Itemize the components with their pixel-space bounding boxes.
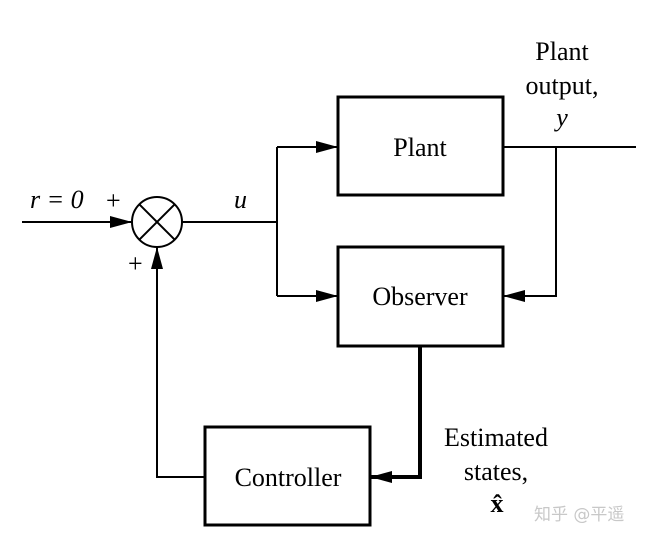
- output-label-line1: Plant: [535, 37, 589, 66]
- plant-block: [336, 95, 505, 197]
- controller-label: Controller: [235, 463, 342, 492]
- control-signal-label: u: [234, 185, 247, 214]
- controller-block: [203, 425, 372, 527]
- output-symbol: y: [553, 103, 568, 132]
- output-label-line2: output,: [526, 71, 599, 100]
- estimate-label-line2: states,: [464, 457, 528, 486]
- observer-block: [336, 245, 505, 348]
- watermark: 知乎 @平遥: [534, 505, 624, 525]
- observer-label: Observer: [372, 282, 468, 311]
- output-feedback-to-observer: [503, 147, 557, 302]
- estimated-states-arrow: [370, 346, 422, 483]
- plus-sign-bottom: +: [128, 249, 143, 278]
- summing-junction: [131, 196, 183, 248]
- plant-label: Plant: [393, 133, 447, 162]
- reference-label: r = 0: [30, 185, 84, 214]
- controller-feedback-arrow: [151, 247, 205, 478]
- plus-sign-top: +: [106, 186, 121, 215]
- estimate-symbol: x̂: [491, 489, 504, 518]
- estimate-label-line1: Estimated: [444, 423, 548, 452]
